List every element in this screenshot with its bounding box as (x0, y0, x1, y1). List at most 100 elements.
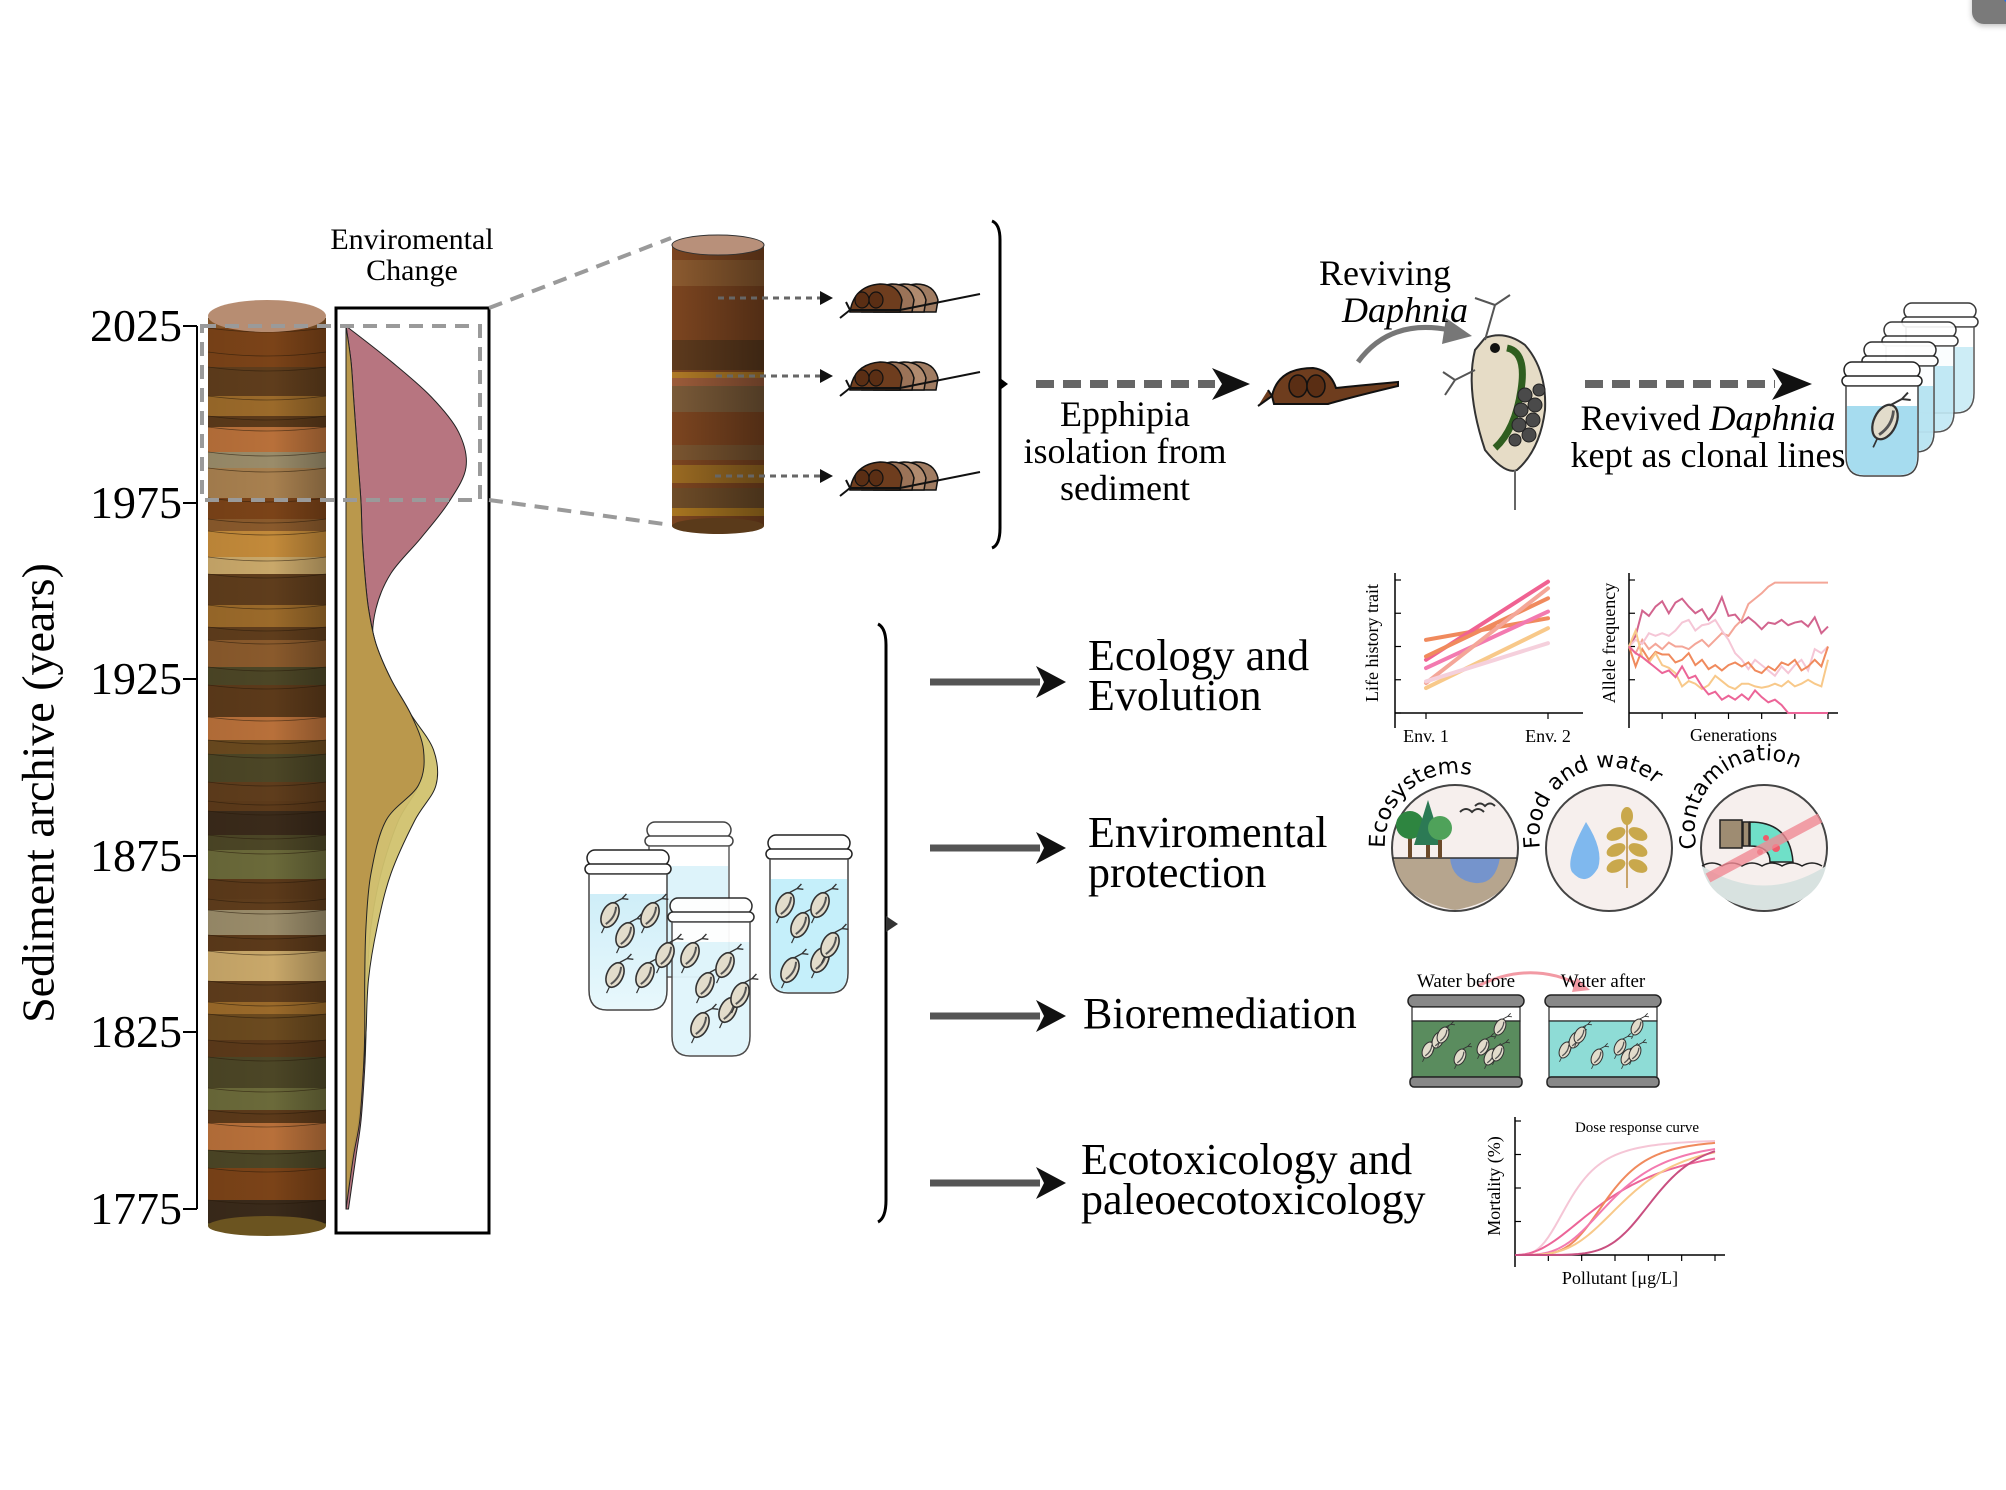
arrow-ecology (930, 666, 1066, 698)
daphnia-small-icon (680, 933, 709, 974)
ephippium-stack-icon (839, 361, 981, 397)
daphnia-spine (1492, 1060, 1495, 1065)
bioremediation-arrow (1477, 971, 1581, 988)
chart-title: Dose response curve (1575, 1120, 1699, 1136)
jar-lid-rim (644, 835, 734, 847)
daphnia-antenna (1461, 1043, 1472, 1050)
daphnia-body (715, 951, 735, 979)
daphnia-small-icon (615, 913, 644, 954)
x-axis-label: Generations (1690, 725, 1777, 745)
daphnia-spine (1629, 1060, 1632, 1065)
daphnia-spine (1574, 1042, 1577, 1047)
daphnia-gut (695, 1016, 708, 1035)
tick-label-2025: 2025 (90, 300, 182, 351)
daphnia-spine (1494, 1034, 1497, 1039)
revived-text: Revived (1580, 398, 1710, 438)
daphnia-gut (700, 976, 713, 995)
x-axis-label: Pollutant [μg/L] (1562, 1268, 1678, 1288)
tank-daphnia-icon (1453, 1043, 1472, 1069)
daphnia-gut (1878, 410, 1895, 436)
tank-daphnia-icon (1590, 1043, 1609, 1069)
daphnia-spine (1559, 1057, 1562, 1062)
daphnia-gut (785, 961, 798, 980)
tank-daphnia-icon (1630, 1013, 1649, 1039)
daphnia-spine (696, 996, 701, 1004)
tank-daphnia-icon (1436, 1021, 1455, 1047)
ephippium-spine (839, 293, 981, 319)
ephippium-egg (868, 369, 884, 387)
single-ephippium-icon (1257, 366, 1399, 407)
daphnia-gut (640, 966, 653, 985)
sediment-core (207, 300, 327, 1236)
daphnia-antenna (667, 933, 684, 944)
tank-base (1409, 1076, 1523, 1088)
daphnia-spine (791, 936, 796, 944)
ecosystems-icon (1391, 784, 1519, 912)
daphnia-spine (1569, 1047, 1572, 1052)
daphnia-spine (1631, 1034, 1634, 1039)
allele-frequency-chart: Generations Allele frequency (1599, 573, 1838, 745)
window-corner-button[interactable] (1972, 0, 2006, 24)
y-axis (183, 325, 198, 1210)
arrow-protection (930, 832, 1066, 864)
daphnia-gut (620, 926, 633, 945)
daphnia-gut (1494, 1047, 1503, 1060)
reviving-daphnia-label: Reviving Daphnia (1290, 255, 1480, 329)
daphnia-antenna (792, 948, 809, 959)
tank-after-label: Water after (1561, 971, 1646, 992)
ephippium-egg (854, 469, 870, 487)
tank-daphnia-icon (1613, 1033, 1632, 1059)
daphnia-spine (1872, 438, 1879, 448)
reviving-arrowhead-icon (1442, 318, 1472, 344)
daphnia-antenna (617, 953, 634, 964)
daphnia-body (695, 971, 715, 999)
culture-jars-icon (584, 821, 853, 1057)
daphnia-spine (821, 956, 826, 964)
daphnia-small-icon (780, 948, 809, 989)
daphnia-antenna (612, 893, 629, 904)
reviving-label-line2: Daphnia (1342, 290, 1468, 330)
daphnia-gut (610, 966, 623, 985)
ephippium-egg (854, 291, 870, 309)
env-change-title-line2: Change (366, 254, 458, 287)
contamination-icon (1700, 784, 1828, 912)
daphnia-spine (656, 966, 661, 974)
revived-label-line1: Revived Daphnia (1548, 400, 1868, 437)
application-line1: Ecology and (1088, 631, 1310, 680)
daphnia-gut (720, 956, 733, 975)
daphnia-spine (1591, 1064, 1594, 1069)
application-line1: Ecotoxicology and (1081, 1135, 1413, 1184)
daphnia-antenna (1889, 391, 1911, 407)
arrow-bioremediation (930, 1000, 1066, 1032)
daphnia-antenna (1581, 1021, 1592, 1028)
series-curve-curve-3 (1515, 1141, 1716, 1256)
y-axis-label: Life history trait (1362, 584, 1382, 702)
daphnia-gut (1576, 1029, 1585, 1042)
daphnia-spine (1454, 1064, 1457, 1069)
application-line2: Evolution (1088, 671, 1262, 720)
application-line2: protection (1088, 848, 1267, 897)
daphnia-antenna (652, 893, 669, 904)
daphnia-small-icon (600, 893, 629, 934)
daphnia-spine (811, 971, 816, 979)
daphnia-body (635, 961, 655, 989)
daphnia-gut (660, 946, 673, 965)
revived-label-line2: kept as clonal lines (1570, 435, 1846, 475)
ephippia-label-line1: Epphipia (1060, 394, 1190, 434)
daphnia-gut (1633, 1021, 1642, 1034)
daphnia-antenna (822, 883, 839, 894)
daphnia-small-icon (605, 953, 634, 994)
daphnia-body (640, 901, 660, 929)
ephippia-isolation-label: Epphipia isolation from sediment (990, 396, 1260, 507)
daphnia-antenna (702, 1003, 719, 1014)
y-axis-label: Mortality (%) (1484, 1136, 1505, 1235)
tank-daphnia-icon (1573, 1021, 1592, 1047)
ephippium-stack-icon (839, 461, 981, 497)
daphnia-body (730, 981, 750, 1009)
y-axis-label: Allele frequency (1599, 583, 1619, 703)
application-ecology-evolution: Ecology and Evolution (1088, 631, 1310, 720)
daphnia-small-icon (690, 1003, 719, 1044)
daphnia-spine (1437, 1042, 1440, 1047)
tank-base (1546, 1076, 1660, 1088)
daphnia-small-icon (640, 893, 669, 934)
